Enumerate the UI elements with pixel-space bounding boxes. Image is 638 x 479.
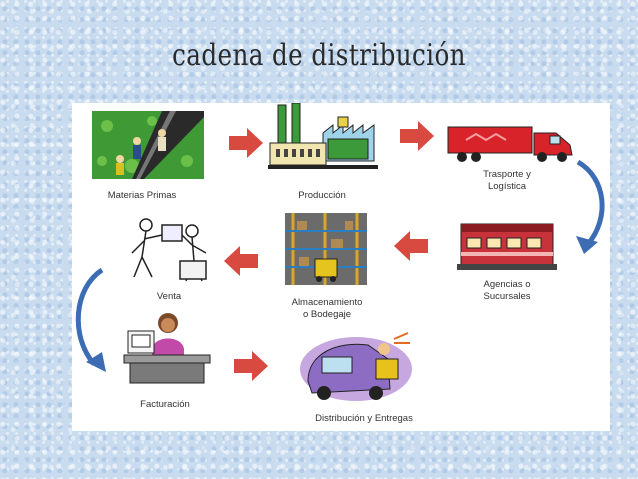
page-title: cadena de distribución bbox=[172, 38, 466, 73]
arrow-right-icon bbox=[400, 121, 434, 151]
label-produccion: Producción bbox=[298, 190, 346, 201]
label-agencias-1: Agencias o bbox=[483, 279, 531, 290]
label-facturacion: Facturación bbox=[140, 399, 190, 410]
label-distribucion: Distribución y Entregas bbox=[315, 413, 413, 424]
label-venta: Venta bbox=[156, 291, 182, 302]
arrow-right-icon bbox=[229, 128, 263, 158]
distribution-diagram: Materias Primas Producción Trasporte y L… bbox=[72, 103, 610, 431]
label-transporte-1: Trasporte y bbox=[483, 169, 531, 180]
label-almacen-2: o Bodegaje bbox=[302, 309, 352, 320]
arrow-left-icon bbox=[394, 231, 428, 261]
factory-icon bbox=[268, 103, 378, 169]
curved-arrow-down-icon bbox=[75, 267, 106, 372]
label-transporte-2: Logística bbox=[487, 181, 527, 192]
store-icon bbox=[457, 223, 557, 270]
label-agencias-2: Sucursales bbox=[483, 291, 531, 302]
sale-people-icon bbox=[131, 218, 207, 282]
label-almacen-1: Almacenamiento bbox=[291, 297, 363, 308]
truck-icon bbox=[447, 126, 573, 162]
warehouse-icon bbox=[285, 213, 367, 285]
label-materias-primas: Materias Primas bbox=[107, 190, 177, 201]
raw-materials-image bbox=[92, 111, 204, 179]
cashier-icon bbox=[123, 313, 211, 384]
curved-arrow-down-icon bbox=[576, 159, 605, 254]
delivery-icon bbox=[300, 332, 412, 401]
arrow-right-icon bbox=[234, 351, 268, 381]
arrow-left-icon bbox=[224, 246, 258, 276]
